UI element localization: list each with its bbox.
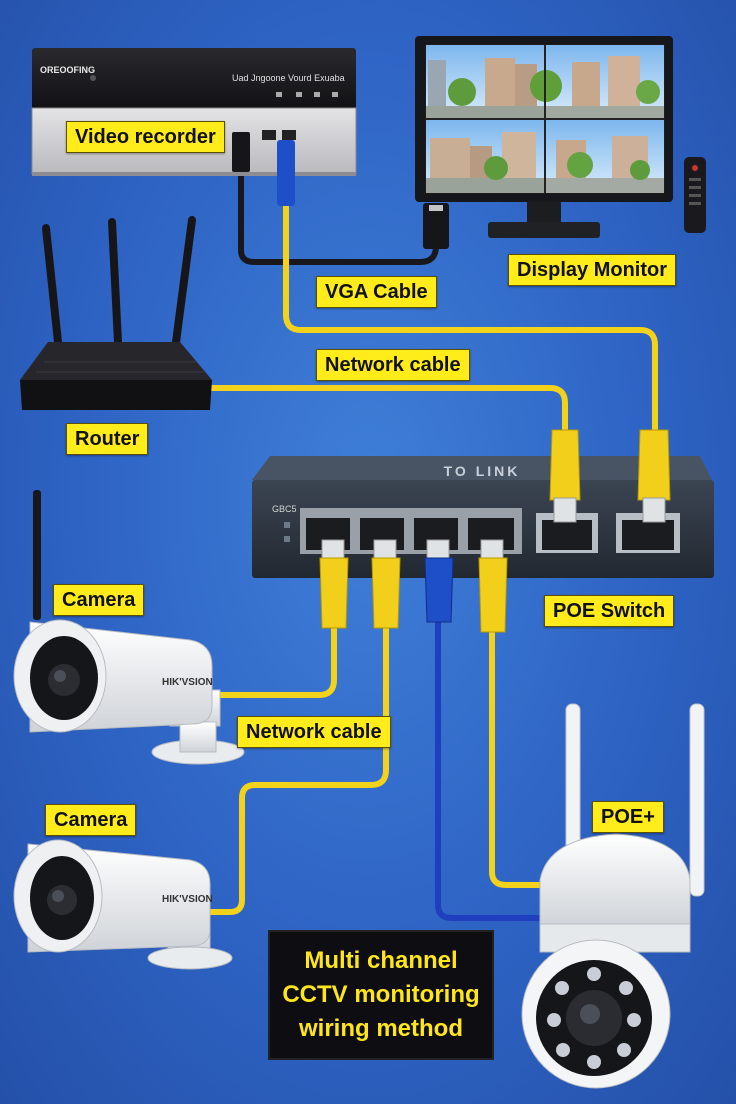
network-cable-recorder xyxy=(283,202,658,433)
network-cable-camera-top xyxy=(212,622,337,698)
switch-brand: TO LINK xyxy=(444,463,521,479)
label-router: Router xyxy=(66,423,149,455)
network-cable-router xyxy=(202,385,568,433)
bullet-camera-top: HIK'VSION xyxy=(13,490,245,765)
diagram-title-box: Multi channel CCTV monitoring wiring met… xyxy=(268,930,494,1060)
title-line-3: wiring method xyxy=(299,1015,463,1042)
title-line-2: CCTV monitoring xyxy=(282,981,480,1008)
label-camera-top: Camera xyxy=(53,584,145,616)
monitor-screen-views xyxy=(426,45,664,193)
camera-brand-bottom: HIK'VSION xyxy=(162,894,213,905)
label-camera-bottom: Camera xyxy=(45,804,137,836)
vga-cable xyxy=(238,169,439,265)
label-poe-switch: POE Switch xyxy=(544,595,675,627)
recorder-panel-text: Uad Jngoone Vourd Exuaba xyxy=(232,73,345,83)
display-monitor-device xyxy=(415,36,706,249)
network-cable-blue xyxy=(435,617,548,921)
network-cable-camera-bottom xyxy=(202,622,389,915)
bullet-camera-bottom: HIK'VSION xyxy=(13,839,233,970)
router-device xyxy=(20,216,212,410)
blue-rj45-plug xyxy=(277,140,295,206)
network-cable-poe xyxy=(489,627,551,888)
label-network-cable-top: Network cable xyxy=(316,349,470,381)
switch-model: GBC5 xyxy=(272,504,297,514)
ptz-dome-camera xyxy=(521,703,705,1089)
label-network-cable-mid: Network cable xyxy=(237,716,391,748)
rj45-plugs xyxy=(319,429,671,633)
label-display-monitor: Display Monitor xyxy=(508,254,677,286)
recorder-brand: OREOOFING xyxy=(40,65,95,75)
label-vga-cable: VGA Cable xyxy=(316,276,437,308)
cables xyxy=(202,169,658,921)
camera-brand-top: HIK'VSION xyxy=(162,677,213,688)
label-video-recorder: Video recorder xyxy=(66,121,225,153)
label-poe-plus: POE+ xyxy=(592,801,664,833)
title-line-1: Multi channel xyxy=(304,947,458,974)
poe-switch-device: TO LINK GBC5 xyxy=(252,456,714,578)
